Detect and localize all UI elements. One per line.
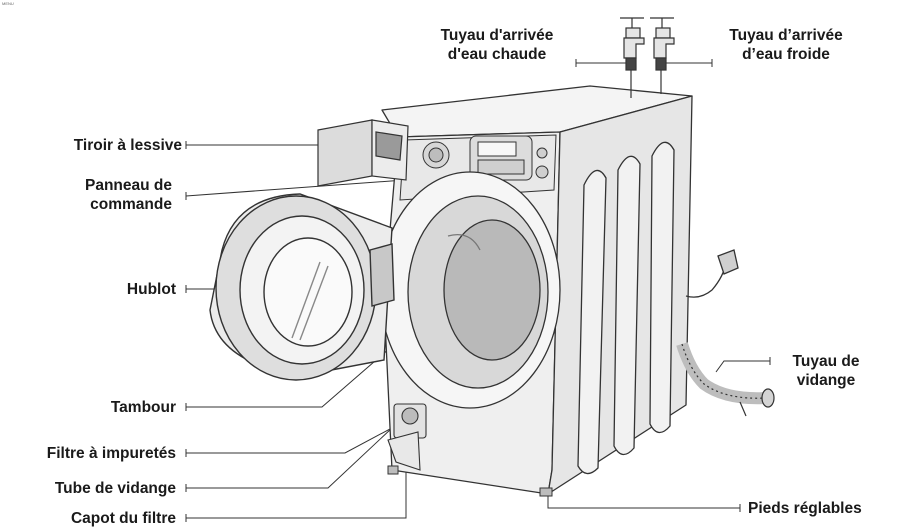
label-drum: Tambour — [111, 398, 176, 417]
label-drain-hose-line1: Tuyau de — [776, 352, 876, 371]
label-hot-water-hose: Tuyau d'arrivée d'eau chaude — [418, 26, 576, 64]
label-control-panel-line2: commande — [85, 195, 172, 214]
power-cord-art — [686, 250, 738, 297]
label-drain-hose-line2: vidange — [776, 371, 876, 390]
label-levelling-feet: Pieds réglables — [748, 499, 862, 518]
label-cold-water-hose-line1: Tuyau d’arrivée — [706, 26, 866, 45]
leader-drain-tube — [186, 428, 392, 488]
label-cold-water-hose-line2: d’eau froide — [706, 45, 866, 64]
label-hot-water-hose-line1: Tuyau d'arrivée — [418, 26, 576, 45]
water-taps-art — [620, 18, 674, 98]
label-drain-tube: Tube de vidange — [55, 479, 176, 498]
label-filter-cover: Capot du filtre — [71, 509, 176, 528]
label-detergent-drawer: Tiroir à lessive — [74, 136, 182, 155]
label-control-panel-line1: Panneau de — [85, 176, 172, 195]
leader-levelling-feet — [548, 494, 740, 508]
drum-art — [380, 172, 560, 408]
label-control-panel: Panneau de commande — [85, 176, 172, 214]
leader-drain-hose — [716, 361, 770, 372]
label-door: Hublot — [127, 280, 176, 299]
label-hot-water-hose-line2: d'eau chaude — [418, 45, 576, 64]
label-cold-water-hose: Tuyau d’arrivée d’eau froide — [706, 26, 866, 64]
drain-hose-art — [682, 344, 774, 416]
label-drain-hose: Tuyau de vidange — [776, 352, 876, 390]
detergent-drawer-art — [318, 120, 408, 186]
porthole-door-art — [210, 194, 394, 380]
leader-filter-cover — [186, 468, 406, 518]
label-debris-filter: Filtre à impuretés — [47, 444, 176, 463]
